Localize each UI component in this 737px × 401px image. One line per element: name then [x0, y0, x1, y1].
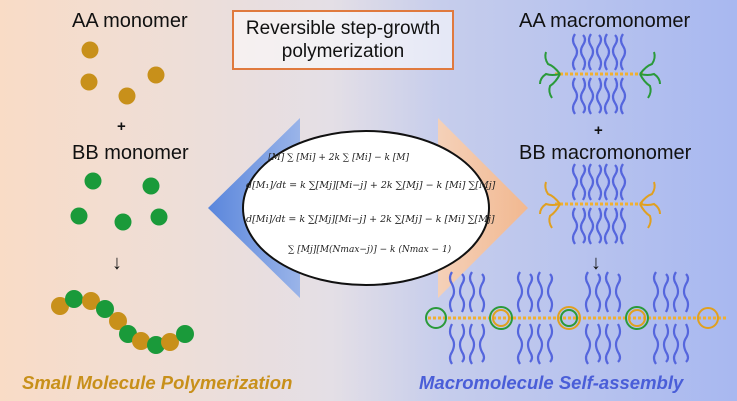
bb-monomer-dot: [142, 177, 160, 195]
aa-monomer-dot: [80, 73, 98, 91]
right-caption: Macromolecule Self-assembly: [419, 372, 684, 393]
left-caption: Small Molecule Polymerization: [22, 372, 293, 393]
equations-ellipse: [242, 130, 490, 286]
bb-monomers: [70, 172, 168, 231]
aa-monomer-dot: [147, 66, 165, 84]
self-assembled-polymer: [425, 271, 728, 365]
left-down-arrow: ↓: [112, 252, 122, 274]
aa-monomer-dot: [81, 41, 99, 59]
title-line-1: Reversible step-growth: [245, 18, 441, 39]
equation-line-4: ∑ [Mj][M(Nmax−j)] − k (Nmax − 1): [288, 244, 452, 255]
aa-macromonomer-label: AA macromonomer: [519, 10, 691, 32]
bb-monomer-dot: [70, 207, 88, 225]
equation-line-2: d[M₁]/dt = k ∑[Mj][Mi−j] + 2k ∑[Mj] − k …: [246, 180, 496, 191]
right-plus-sign: +: [594, 122, 603, 139]
small-molecule-polymer: [51, 290, 194, 354]
bb-monomer-dot: [150, 208, 168, 226]
title-box: Reversible step-growth polymerization: [232, 10, 454, 70]
aa-macromonomer: [539, 33, 661, 115]
right-down-arrow: ↓: [591, 252, 601, 274]
title-line-2: polymerization: [281, 41, 405, 62]
bb-macromonomer: [539, 163, 661, 245]
aa-monomers: [80, 41, 165, 105]
equation-line-1: [M] ∑ [Mi] + 2k ∑ [Mi] − k [M]: [268, 153, 410, 163]
bb-macromonomer-label: BB macromonomer: [519, 142, 692, 164]
left-plus-sign: +: [117, 118, 126, 135]
aa-monomer-dot: [118, 87, 136, 105]
bb-monomer-dot: [114, 213, 132, 231]
equations: [M] ∑ [Mi] + 2k ∑ [Mi] − k [M] d[M₁]/dt …: [246, 153, 496, 255]
bb-monomer-label: BB monomer: [72, 142, 189, 164]
aa-monomer-label: AA monomer: [72, 10, 188, 32]
bb-monomer-dot: [84, 172, 102, 190]
equation-line-3: d[Mi]/dt = k ∑[Mj][Mi−j] + 2k ∑[Mj] − k …: [246, 214, 495, 225]
